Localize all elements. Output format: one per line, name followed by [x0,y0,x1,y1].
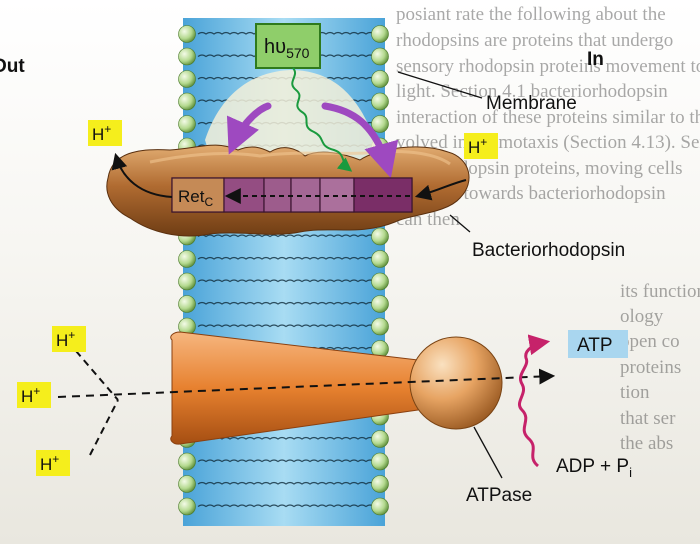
membrane-label: Membrane [486,93,577,114]
lipid-head [371,92,389,111]
lipid-head [178,295,196,313]
arc-arrow-right [321,102,399,179]
proton-exit-arrow [111,152,173,198]
lipid-head [371,452,389,471]
membrane-leader [397,71,483,99]
background-text-line: rhodopsins are proteins that undergo [396,30,673,51]
lipid-tail [197,256,375,260]
lipid-tail [197,436,375,440]
out-label: Out [0,56,25,77]
photon-wave-arrow [291,67,353,172]
bacteriorhodopsin-leader [449,214,471,233]
background-text-line: ology [620,306,664,327]
lipid-head [178,272,196,291]
lipid-tail [197,301,375,305]
lipid-head [371,227,389,246]
lipid-head [371,70,389,88]
atpase-complex [170,331,503,445]
lipid-head [371,25,389,43]
proton-box [36,450,70,476]
lipid-tail [197,234,375,238]
lipid-head [371,295,389,313]
photon-box [255,23,321,69]
lipid-tail [197,481,375,485]
atpase-leader [473,426,503,479]
background-text-line: that ser [620,408,676,429]
lipid-head [178,475,196,493]
proton-box [17,382,51,408]
background-text-line: tion [620,382,650,403]
atpase-label: ATPase [466,485,532,506]
lipid-head [371,272,389,291]
proton-label: H+ [21,384,40,406]
lipid-tail [197,504,375,508]
proton-label: H+ [56,328,75,350]
lipid-tail [197,324,375,328]
atp-synthesis-arrow [517,334,551,468]
lipid-head [371,250,389,268]
background-text-line: the abs [620,433,673,454]
lipid-head [178,92,196,111]
protein-highlight [149,150,451,166]
background-text-line: proteins [620,357,681,378]
lipid-head [371,430,389,448]
background-text-line: interaction of these proteins similar to… [396,107,700,128]
proton-label: H+ [40,452,59,474]
lipid-head [178,70,196,88]
proton-label: H+ [468,135,487,157]
lipid-head [178,250,196,268]
proton-boxes: H+ H+ H+ H+ H+ [17,120,498,476]
ret-label: RetC [178,187,213,209]
lipid-head [178,452,196,471]
background-text-line: open co [620,331,680,352]
lipid-head [178,115,196,133]
retinal-cell-3 [263,177,292,213]
proton-entry-arrow [414,179,467,201]
lipid-head [371,475,389,493]
lipid-tail [197,279,375,283]
lipid-head [178,47,196,66]
lipid-head [371,497,389,516]
adp-label: ADP + Pi [556,456,632,480]
proton-box [464,133,498,159]
retinal-ret-cell [171,177,225,213]
atp-label: ATP [577,335,613,356]
background-text-line: posiant rate the following about the [396,4,666,25]
atpase-head [409,336,503,430]
bacteriorhodopsin-label: Bacteriorhodopsin [472,240,625,261]
lipid-head [371,47,389,66]
lipid-head [371,115,389,133]
photon-label: hυ570 [264,36,310,61]
background-text-line: its function [620,281,700,302]
proton-path-main [57,368,556,398]
proton-box [52,326,86,352]
proton-path-lower [89,399,119,456]
lipid-head [371,317,389,336]
proton-path-upper [75,350,119,401]
proton-box [88,120,122,146]
arc-arrow-left [226,102,272,155]
in-label: In [587,49,604,70]
lipid-head [178,497,196,516]
background-text-line: light. Section 4.1 bacteriorhodopsin [396,81,668,102]
proton-label: H+ [92,122,111,144]
background-text-line: sensory rhodopsin proteins movement towa… [396,56,700,77]
lipid-head [178,25,196,43]
atp-box [568,330,628,358]
lipid-tail [197,459,375,463]
